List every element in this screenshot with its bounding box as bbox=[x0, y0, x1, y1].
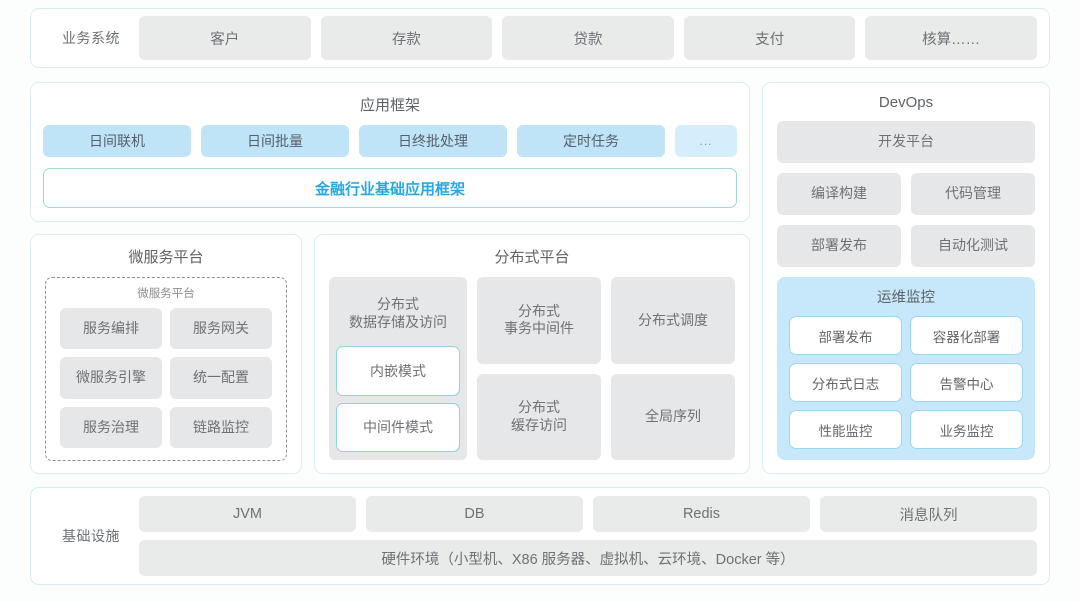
microservice-platform-card: 微服务平台 微服务平台 服务编排 服务网关 微服务引擎 统一配置 服务治理 链路… bbox=[30, 234, 302, 474]
distributed-storage-group: 分布式 数据存储及访问 内嵌模式 中间件模式 bbox=[329, 277, 467, 460]
devops-title: DevOps bbox=[878, 94, 934, 111]
dist-txn-line1: 分布式 bbox=[518, 302, 560, 319]
microservice-platform-grid: 服务编排 服务网关 微服务引擎 统一配置 服务治理 链路监控 bbox=[60, 308, 272, 448]
infra-item-jvm[interactable]: JVM bbox=[139, 496, 356, 532]
application-framework-card: 应用框架 日间联机 日间批量 日终批处理 定时任务 ... 金融行业基础应用框架 bbox=[30, 82, 750, 222]
business-system-item-customer[interactable]: 客户 bbox=[139, 16, 311, 60]
micro-item-service-gateway[interactable]: 服务网关 bbox=[170, 308, 272, 350]
middle-region: 应用框架 日间联机 日间批量 日终批处理 定时任务 ... 金融行业基础应用框架… bbox=[30, 82, 1050, 474]
app-chip-daytime-batch[interactable]: 日间批量 bbox=[201, 125, 349, 157]
app-chip-more[interactable]: ... bbox=[675, 125, 737, 157]
app-chip-eod-batch[interactable]: 日终批处理 bbox=[359, 125, 507, 157]
app-chip-daytime-online[interactable]: 日间联机 bbox=[43, 125, 191, 157]
micro-item-link-monitoring[interactable]: 链路监控 bbox=[170, 406, 272, 448]
dist-cache-line1: 分布式 bbox=[518, 399, 560, 416]
infrastructure-body: JVM DB Redis 消息队列 硬件环境（小型机、X86 服务器、虚拟机、云… bbox=[139, 496, 1037, 576]
devops-item-compile-build[interactable]: 编译构建 bbox=[777, 173, 901, 215]
distributed-storage-title-line2: 数据存储及访问 bbox=[349, 314, 447, 331]
micro-item-service-orchestration[interactable]: 服务编排 bbox=[60, 308, 162, 350]
ops-item-deploy-release[interactable]: 部署发布 bbox=[789, 316, 902, 355]
ops-monitoring-panel: 运维监控 部署发布 容器化部署 分布式日志 告警中心 性能监控 业务监控 bbox=[777, 277, 1035, 460]
business-system-item-deposit[interactable]: 存款 bbox=[320, 16, 493, 60]
ops-item-performance-monitoring[interactable]: 性能监控 bbox=[789, 410, 902, 449]
ops-item-distributed-log[interactable]: 分布式日志 bbox=[789, 363, 902, 402]
distributed-platform-title: 分布式平台 bbox=[494, 249, 570, 266]
distributed-platform-card: 分布式平台 分布式 数据存储及访问 内嵌模式 中间件模式 bbox=[314, 234, 750, 474]
devops-card: DevOps 开发平台 编译构建 代码管理 部署发布 自动化测试 运维监控 部署… bbox=[762, 82, 1050, 474]
business-systems-chip-list: 客户 存款 贷款 支付 核算…… bbox=[139, 16, 1037, 60]
distributed-storage-title: 分布式 数据存储及访问 bbox=[336, 285, 460, 339]
application-framework-title: 应用框架 bbox=[359, 97, 420, 114]
infra-item-hardware-environment: 硬件环境（小型机、X86 服务器、虚拟机、云环境、Docker 等） bbox=[139, 540, 1037, 576]
ops-item-containerized-deploy[interactable]: 容器化部署 bbox=[910, 316, 1023, 355]
microservice-platform-inner-title: 微服务平台 bbox=[137, 288, 195, 300]
business-system-item-accounting[interactable]: 核算…… bbox=[865, 16, 1037, 60]
distributed-item-scheduling[interactable]: 分布式调度 bbox=[611, 277, 735, 364]
devops-item-code-management[interactable]: 代码管理 bbox=[911, 173, 1035, 215]
distributed-column-3: 分布式调度 全局序列 bbox=[611, 277, 735, 460]
middle-left-column: 应用框架 日间联机 日间批量 日终批处理 定时任务 ... 金融行业基础应用框架… bbox=[30, 82, 750, 474]
distributed-mode-middleware[interactable]: 中间件模式 bbox=[336, 402, 460, 452]
infra-item-message-queue[interactable]: 消息队列 bbox=[820, 496, 1037, 532]
devops-item-dev-platform[interactable]: 开发平台 bbox=[777, 121, 1035, 163]
micro-item-unified-config[interactable]: 统一配置 bbox=[170, 357, 272, 399]
platforms-row: 微服务平台 微服务平台 服务编排 服务网关 微服务引擎 统一配置 服务治理 链路… bbox=[30, 234, 750, 474]
micro-item-service-governance[interactable]: 服务治理 bbox=[60, 406, 162, 448]
devops-row-2: 部署发布 自动化测试 bbox=[777, 225, 1035, 267]
distributed-platform-body: 分布式 数据存储及访问 内嵌模式 中间件模式 分布式 事务中间件 bbox=[315, 277, 749, 473]
dist-cache-line2: 缓存访问 bbox=[511, 416, 567, 433]
infra-item-db[interactable]: DB bbox=[366, 496, 583, 532]
infrastructure-section: 基础设施 JVM DB Redis 消息队列 硬件环境（小型机、X86 服务器、… bbox=[30, 487, 1050, 585]
distributed-storage-title-line1: 分布式 bbox=[377, 296, 419, 312]
dist-txn-line2: 事务中间件 bbox=[504, 320, 574, 337]
infrastructure-label: 基础设施 bbox=[62, 528, 120, 544]
financial-base-framework-box: 金融行业基础应用框架 bbox=[43, 168, 737, 208]
ops-item-business-monitoring[interactable]: 业务监控 bbox=[910, 410, 1023, 449]
business-systems-section: 业务系统 客户 存款 贷款 支付 核算…… bbox=[30, 8, 1050, 68]
distributed-item-transaction-middleware[interactable]: 分布式 事务中间件 bbox=[477, 277, 601, 364]
devops-column: DevOps 开发平台 编译构建 代码管理 部署发布 自动化测试 运维监控 部署… bbox=[762, 82, 1050, 474]
devops-item-deploy-release[interactable]: 部署发布 bbox=[777, 225, 901, 267]
microservice-platform-title: 微服务平台 bbox=[128, 249, 204, 266]
business-system-item-loan[interactable]: 贷款 bbox=[502, 16, 674, 60]
distributed-item-cache-access[interactable]: 分布式 缓存访问 bbox=[477, 373, 601, 460]
devops-row-1: 编译构建 代码管理 bbox=[777, 173, 1035, 215]
business-systems-label: 业务系统 bbox=[62, 30, 120, 46]
application-framework-chip-list: 日间联机 日间批量 日终批处理 定时任务 ... bbox=[43, 125, 737, 157]
distributed-item-global-sequence[interactable]: 全局序列 bbox=[611, 373, 735, 460]
micro-item-microservice-engine[interactable]: 微服务引擎 bbox=[60, 357, 162, 399]
infra-item-redis[interactable]: Redis bbox=[593, 496, 810, 532]
app-chip-scheduled-task[interactable]: 定时任务 bbox=[517, 125, 665, 157]
distributed-mode-embedded[interactable]: 内嵌模式 bbox=[336, 346, 460, 396]
devops-item-automated-test[interactable]: 自动化测试 bbox=[911, 225, 1035, 267]
ops-item-alert-center[interactable]: 告警中心 bbox=[910, 363, 1023, 402]
ops-monitoring-title: 运维监控 bbox=[877, 290, 935, 306]
business-system-item-payment[interactable]: 支付 bbox=[683, 16, 856, 60]
microservice-platform-dashed-box: 微服务平台 服务编排 服务网关 微服务引擎 统一配置 服务治理 链路监控 bbox=[45, 277, 287, 461]
ops-monitoring-grid: 部署发布 容器化部署 分布式日志 告警中心 性能监控 业务监控 bbox=[789, 316, 1023, 449]
distributed-column-2: 分布式 事务中间件 分布式 缓存访问 bbox=[477, 277, 601, 460]
infrastructure-chip-list: JVM DB Redis 消息队列 bbox=[139, 496, 1037, 532]
